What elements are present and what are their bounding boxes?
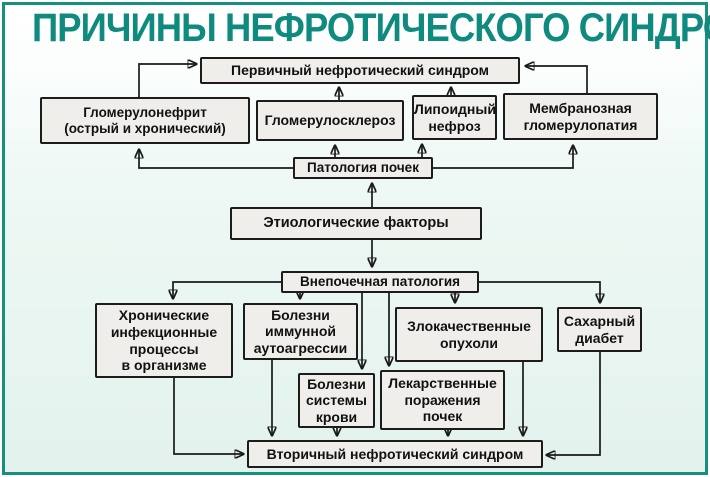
node-primary-nephrotic-syndrome: Первичный нефротический синдром bbox=[200, 57, 520, 84]
node-label: Лекарственные поражения почек bbox=[388, 375, 497, 425]
edge-line bbox=[138, 64, 196, 97]
node-kidney-pathology: Патология почек bbox=[293, 157, 433, 179]
edge-line bbox=[139, 150, 293, 169]
node-lipoid-nephrosis: Липоидный нефроз bbox=[412, 95, 497, 140]
node-label: Сахарный диабет bbox=[563, 312, 636, 346]
node-extrarenal-pathology: Внепочечная патология bbox=[281, 271, 479, 293]
node-label: Мембранозная гломерулопатия bbox=[523, 99, 638, 133]
node-label: Липоидный нефроз bbox=[414, 100, 496, 134]
node-immune-autoaggression: Болезни иммунной аутоагрессии bbox=[243, 303, 358, 360]
node-glomerulonephritis: Гломерулонефрит (острый и хронический) bbox=[40, 97, 250, 144]
node-label: Злокачественные опухоли bbox=[407, 317, 531, 351]
node-secondary-nephrotic-syndrome: Вторичный нефротический синдром bbox=[247, 440, 543, 468]
node-label: Болезни системы крови bbox=[306, 375, 367, 425]
node-label: Гломерулосклероз bbox=[264, 112, 396, 129]
node-label: Внепочечная патология bbox=[299, 274, 461, 290]
page-title: ПРИЧИНЫ НЕФРОТИЧЕСКОГО СИНДРОМА bbox=[31, 6, 710, 50]
node-diabetes-mellitus: Сахарный диабет bbox=[557, 307, 642, 352]
node-glomerulosclerosis: Гломерулосклероз bbox=[256, 100, 404, 141]
node-label: Патология почек bbox=[307, 160, 419, 176]
node-label: Вторичный нефротический синдром bbox=[266, 445, 524, 462]
node-membranous-glomerulopathy: Мембранозная гломерулопатия bbox=[503, 93, 658, 140]
edge-line bbox=[173, 281, 281, 298]
node-etiological-factors: Этиологические факторы bbox=[230, 207, 482, 240]
node-blood-system-diseases: Болезни системы крови bbox=[298, 373, 375, 428]
node-drug-induced-kidney-damage: Лекарственные поражения почек bbox=[380, 370, 505, 430]
node-label: Этиологические факторы bbox=[263, 214, 449, 231]
node-chronic-infections: Хронические инфекционные процессы в орга… bbox=[95, 303, 233, 378]
edge-line bbox=[479, 281, 600, 302]
edge-line bbox=[433, 146, 573, 169]
node-label: Первичный нефротический синдром bbox=[231, 62, 489, 79]
node-label: Болезни иммунной аутоагрессии bbox=[253, 306, 348, 356]
edge-line bbox=[547, 352, 601, 455]
edge-line bbox=[173, 378, 243, 454]
node-label: Гломерулонефрит (острый и хронический) bbox=[64, 104, 226, 136]
edge-line bbox=[526, 66, 588, 93]
node-label: Хронические инфекционные процессы в орга… bbox=[110, 307, 218, 374]
node-malignant-tumors: Злокачественные опухоли bbox=[395, 307, 543, 362]
